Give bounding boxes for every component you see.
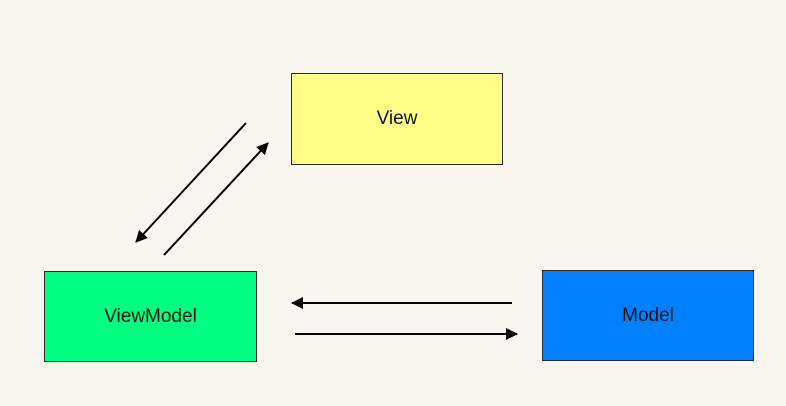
view-box: View (291, 73, 503, 165)
model-box: Model (542, 270, 754, 361)
viewmodel-box: ViewModel (44, 271, 257, 362)
view-label: View (376, 108, 418, 129)
model-label: Model (622, 304, 674, 326)
viewmodel-label: ViewModel (104, 305, 197, 327)
arrow-viewmodel-to-view (163, 142, 269, 256)
arrow-view-to-viewmodel (135, 122, 247, 243)
